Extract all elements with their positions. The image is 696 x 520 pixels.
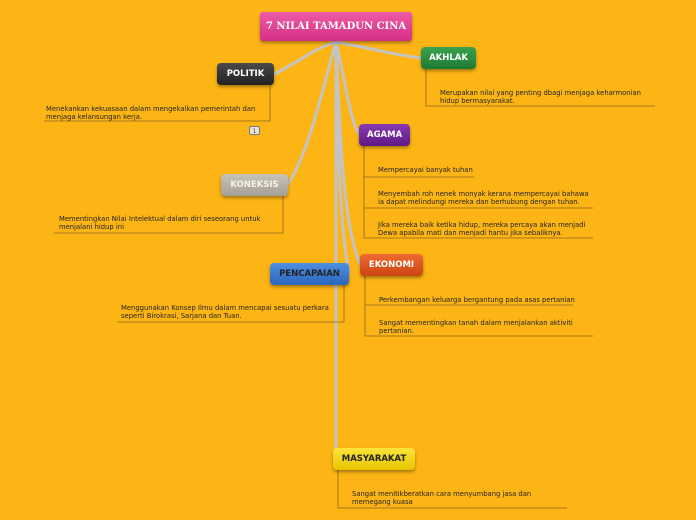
topic-koneksis[interactable]: KONEKSIS [221, 174, 288, 196]
topic-ekonomi[interactable]: EKONOMI [360, 254, 423, 276]
link-masyarakat-note [337, 469, 567, 509]
agama-note-2: Menyembah roh nenek monyak kerana memper… [378, 190, 589, 206]
link-root-agama [334, 40, 361, 136]
koneksis-note: Mementingkan Nilai Intelektual dalam dir… [59, 215, 261, 231]
link-akhlak-note [425, 68, 655, 107]
link-root-politik [272, 40, 338, 76]
masyarakat-note: Sangat menitikberatkan cara menyumbang j… [352, 490, 532, 506]
topic-politik[interactable]: POLITIK [217, 63, 274, 85]
link-pencapaian-note [117, 284, 345, 323]
link-root-ekonomi [334, 40, 362, 266]
link-root-koneksis [286, 40, 338, 186]
akhlak-note: Merupakan nilai yang penting dbagi menja… [440, 89, 641, 105]
topic-akhlak[interactable]: AKHLAK [421, 47, 476, 69]
politik-note: Menekankan kekuasaan dalam mengekalkan p… [46, 105, 256, 121]
note-count-badge[interactable]: 1 [249, 126, 260, 135]
ekonomi-note-1: Perkembangan keluarga bergantung pada as… [379, 296, 575, 304]
topic-pencapaian[interactable]: PENCAPAIAN [270, 263, 349, 285]
link-koneksis-note [54, 195, 284, 234]
topic-agama[interactable]: AGAMA [359, 124, 410, 146]
agama-note-3: Jika mereka baik ketika hidup, mereka pe… [378, 221, 586, 237]
pencapaian-note: Menggunakan Konsep Ilmu dalam mencapai s… [121, 304, 329, 320]
link-root-akhlak [334, 40, 423, 60]
ekonomi-note-2: Sangat mementingkan tanah dalam menjalan… [379, 319, 573, 335]
link-politik-note [44, 84, 271, 122]
agama-note-1: Mempercayai banyak tuhan [378, 166, 473, 174]
topic-masyarakat[interactable]: MASYARAKAT [333, 448, 415, 470]
root-topic[interactable]: 7 NILAI TAMADUN CINA [260, 12, 412, 41]
